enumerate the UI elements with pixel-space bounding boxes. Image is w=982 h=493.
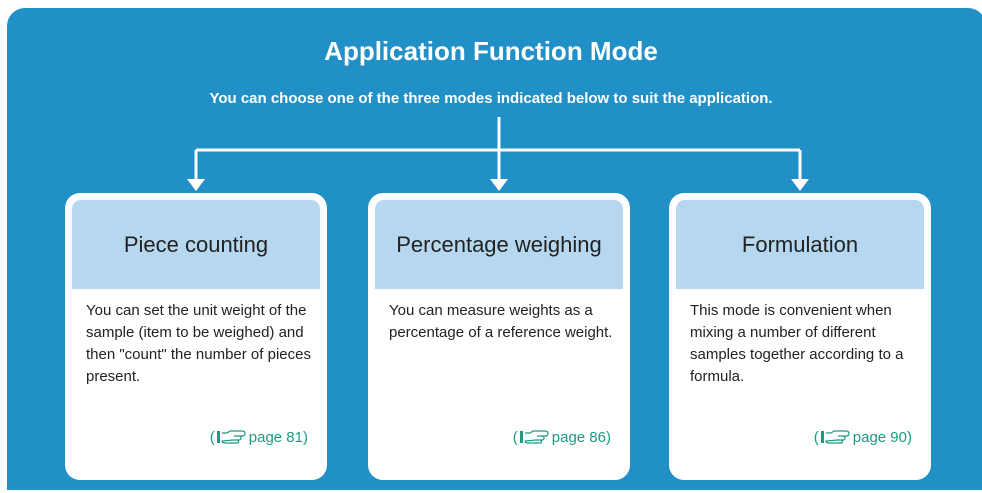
page-reference-text: page 81 bbox=[248, 429, 303, 446]
mode-card-title: Percentage weighing bbox=[375, 200, 623, 289]
mode-card-title: Formulation bbox=[676, 200, 924, 289]
mode-card-description: This mode is convenient when mixing a nu… bbox=[690, 302, 904, 385]
mode-card-piece-counting: Piece counting You can set the unit weig… bbox=[65, 193, 327, 480]
arrowhead-right bbox=[791, 179, 809, 191]
pointing-hand-icon bbox=[820, 430, 850, 444]
mode-card-description: You can set the unit weight of the sampl… bbox=[86, 302, 311, 385]
pointing-hand-icon bbox=[216, 430, 246, 444]
page-reference-link[interactable]: (page 81) bbox=[209, 429, 308, 446]
arrowhead-middle bbox=[490, 179, 508, 191]
pointing-hand-icon bbox=[519, 430, 549, 444]
mode-card-description: You can measure weights as a percentage … bbox=[389, 302, 613, 341]
diagram-subtitle: You can choose one of the three modes in… bbox=[209, 90, 773, 107]
page-reference-link[interactable]: (page 86) bbox=[512, 429, 611, 446]
diagram-title: Application Function Mode bbox=[324, 36, 658, 66]
arrowhead-left bbox=[187, 179, 205, 191]
mode-card-title: Piece counting bbox=[72, 200, 320, 289]
mode-card-percentage-weighing: Percentage weighing You can measure weig… bbox=[368, 193, 630, 480]
page-reference-text: page 86 bbox=[551, 429, 606, 446]
mode-card-formulation: Formulation This mode is convenient when… bbox=[669, 193, 931, 480]
page-reference-link[interactable]: (page 90) bbox=[813, 429, 912, 446]
page-reference-text: page 90 bbox=[852, 429, 907, 446]
